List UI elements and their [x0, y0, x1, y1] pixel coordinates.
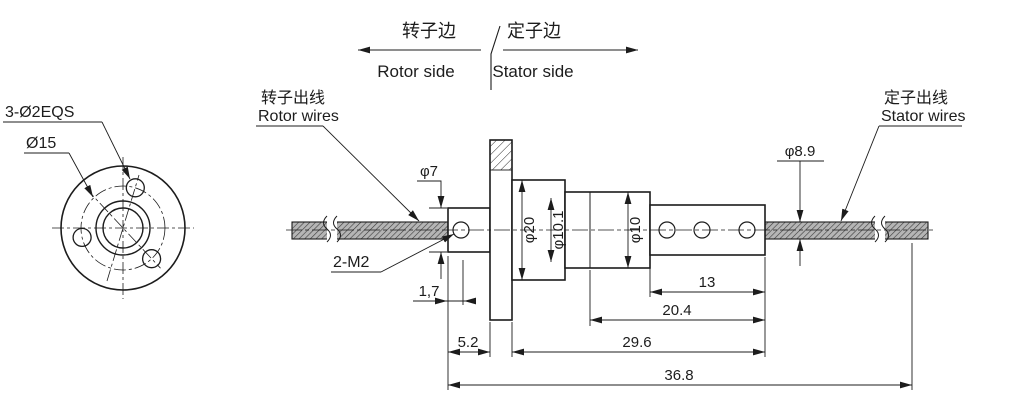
dim-stator-diameter-label: φ10 [627, 217, 644, 243]
side-view [286, 139, 936, 321]
dim-stator-length: 20.4 [590, 302, 765, 324]
flange-section-hatch [489, 139, 513, 171]
side-legend: 转子边 定子边 Rotor side Stator side [358, 21, 638, 90]
dim-stator-cap-length-label: 13 [699, 274, 716, 291]
stator-side-cn-label: 定子边 [507, 21, 561, 41]
dim-stator-length-label: 20.4 [662, 302, 691, 319]
bore-circle [102, 207, 144, 249]
dim-screw-offset: 1,7 [413, 283, 476, 305]
side-divider-line [490, 25, 501, 90]
dim-shaft-diameter-label: φ7 [420, 163, 438, 180]
dim-stator-diameter: φ10 [624, 192, 644, 268]
rotor-wires-cn-label: 转子出线 [261, 89, 325, 107]
wire-break-right [333, 215, 341, 243]
dim-wire-diameter: φ8.9 [777, 143, 824, 266]
front-view: 3-Ø2EQS Ø15 [3, 104, 194, 299]
bolt-hole-top [125, 178, 145, 198]
dim-total-length: 36.8 [448, 367, 912, 389]
dimension-lines: φ7 φ8.9 φ20 φ10.1 φ10 1,7 [413, 143, 913, 390]
wire-break-gap [875, 219, 885, 242]
bolt-circle-label: Ø15 [26, 135, 56, 152]
dim-body-length-label: 29.6 [622, 334, 651, 351]
front-view-centerlines [52, 157, 194, 299]
dim-wire-diameter-label: φ8.9 [785, 143, 816, 160]
callout-bolt-circle-dia: Ø15 [24, 135, 94, 198]
stator-wires-en-label: Stator wires [881, 108, 965, 125]
stator-wires-cn-label: 定子出线 [884, 89, 948, 107]
m2-screws-label: 2-M2 [333, 254, 370, 271]
rotor-wires-en-label: Rotor wires [258, 108, 339, 125]
dim-shaft-diameter: φ7 [417, 163, 447, 279]
dim-body-diameter: φ20 [518, 180, 538, 280]
dim-step-diameter: φ10.1 [547, 198, 567, 262]
dim-total-length-label: 36.8 [664, 367, 693, 384]
bolt-holes-label: 3-Ø2EQS [5, 104, 74, 121]
rotor-side-en-label: Rotor side [377, 62, 454, 81]
callout-m2-screws: 2-M2 [331, 233, 455, 273]
dim-body-diameter-label: φ20 [521, 217, 538, 243]
wire-break-left [871, 215, 879, 243]
dim-shaft-length-label: 5.2 [458, 334, 479, 351]
callout-bolt-holes: 3-Ø2EQS [3, 104, 131, 180]
stator-side-en-label: Stator side [492, 62, 573, 81]
dim-step-diameter-label: φ10.1 [550, 211, 567, 250]
hub-circle [95, 200, 151, 256]
callout-rotor-wires: 转子出线 Rotor wires [256, 89, 420, 222]
stator-wire-band [764, 215, 929, 243]
flange-outer-circle [60, 165, 186, 291]
bolt-hole-right [141, 249, 162, 269]
callout-stator-wires: 定子出线 Stator wires [840, 89, 965, 222]
dim-shaft-length: 5.2 [448, 334, 490, 356]
wire-break-left [323, 215, 331, 243]
wire-break-right [881, 215, 889, 243]
dim-stator-cap-length: 13 [650, 274, 765, 296]
dim-body-length: 29.6 [512, 334, 765, 356]
dim-screw-offset-label: 1,7 [419, 283, 440, 300]
bolt-hole-left [72, 227, 92, 248]
rotor-wire-band [291, 215, 449, 243]
rotor-side-cn-label: 转子边 [402, 21, 456, 41]
wire-break-gap [327, 219, 337, 242]
